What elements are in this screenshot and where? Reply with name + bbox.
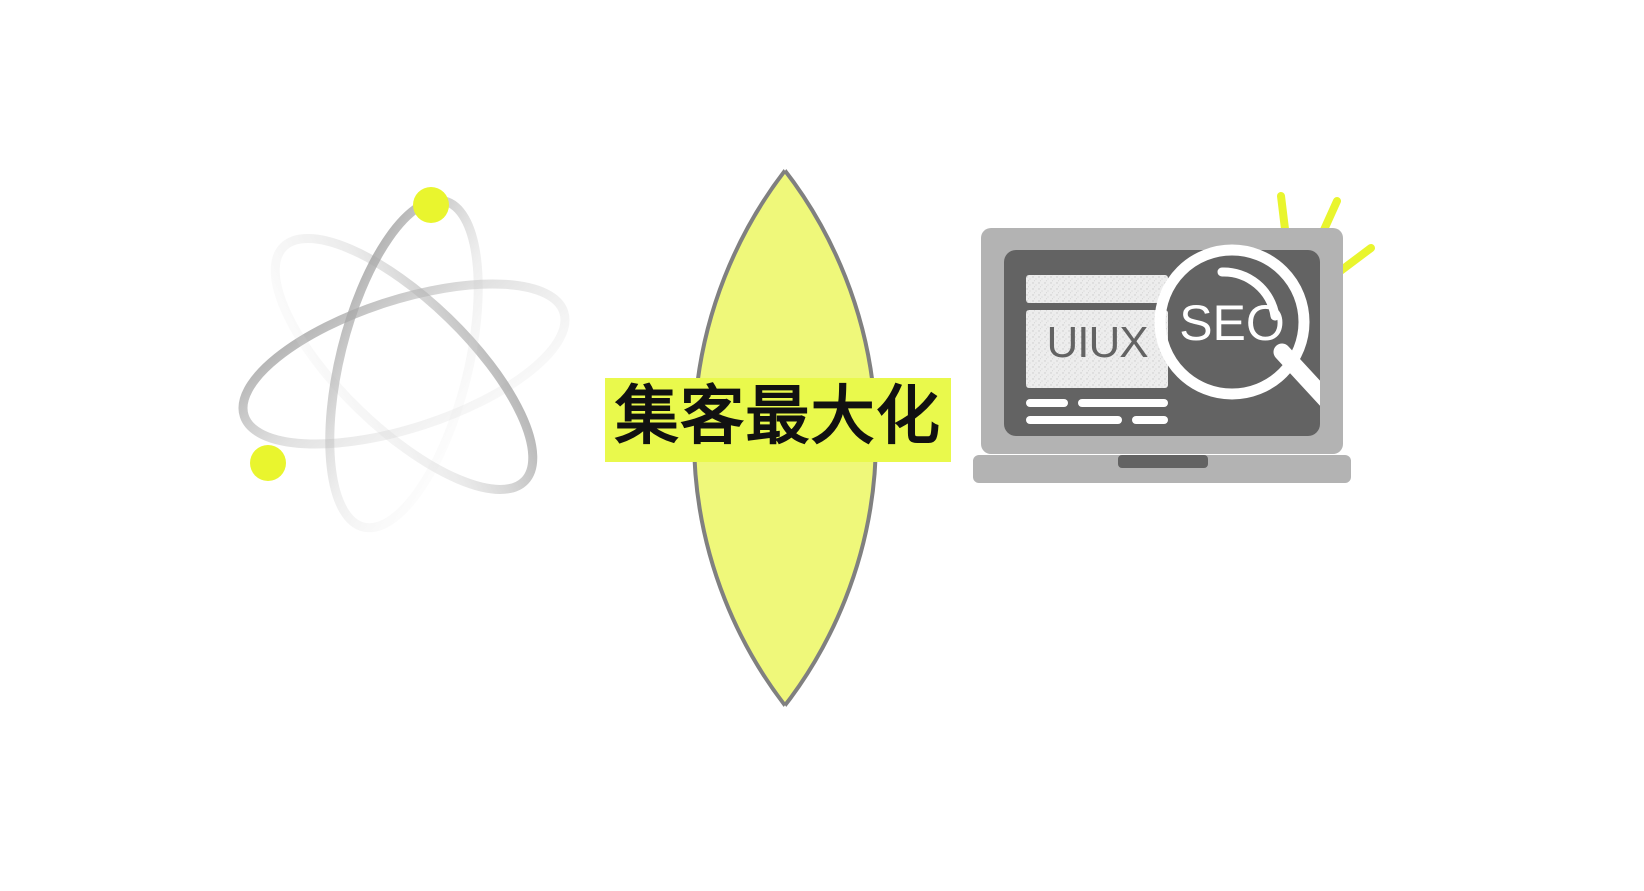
center-label-text: 集客最大化 [604, 378, 952, 462]
circle-left [0, 0, 876, 876]
center-label: 集客最大化 [592, 374, 964, 466]
screen-text-line-2 [1078, 399, 1168, 407]
atom-orbit-ring-2 [270, 234, 538, 494]
atom-electron-dot-top [413, 187, 449, 223]
atom-orbit-icon [238, 195, 570, 533]
screen-text-line-3 [1026, 416, 1122, 424]
atom-orbit-ring-1 [238, 279, 570, 449]
magnifier-glare-arc [1217, 267, 1280, 321]
magnifier-lens-ring [1154, 244, 1310, 400]
atom-electron-dot-bottom [250, 445, 286, 481]
laptop-base [973, 455, 1351, 483]
screen-content-strip [1026, 275, 1168, 303]
laptop-trackpad-notch [1118, 455, 1208, 468]
screen-content-panel [1026, 310, 1168, 388]
screen-text-line-4 [1132, 416, 1168, 424]
magnifier-label-seo: SEO [1179, 295, 1285, 351]
screen-headline-uiux: UIUX [1046, 318, 1148, 367]
laptop-seo-icon: UIUX SEO [973, 192, 1375, 483]
screen-text-line-1 [1026, 399, 1068, 407]
